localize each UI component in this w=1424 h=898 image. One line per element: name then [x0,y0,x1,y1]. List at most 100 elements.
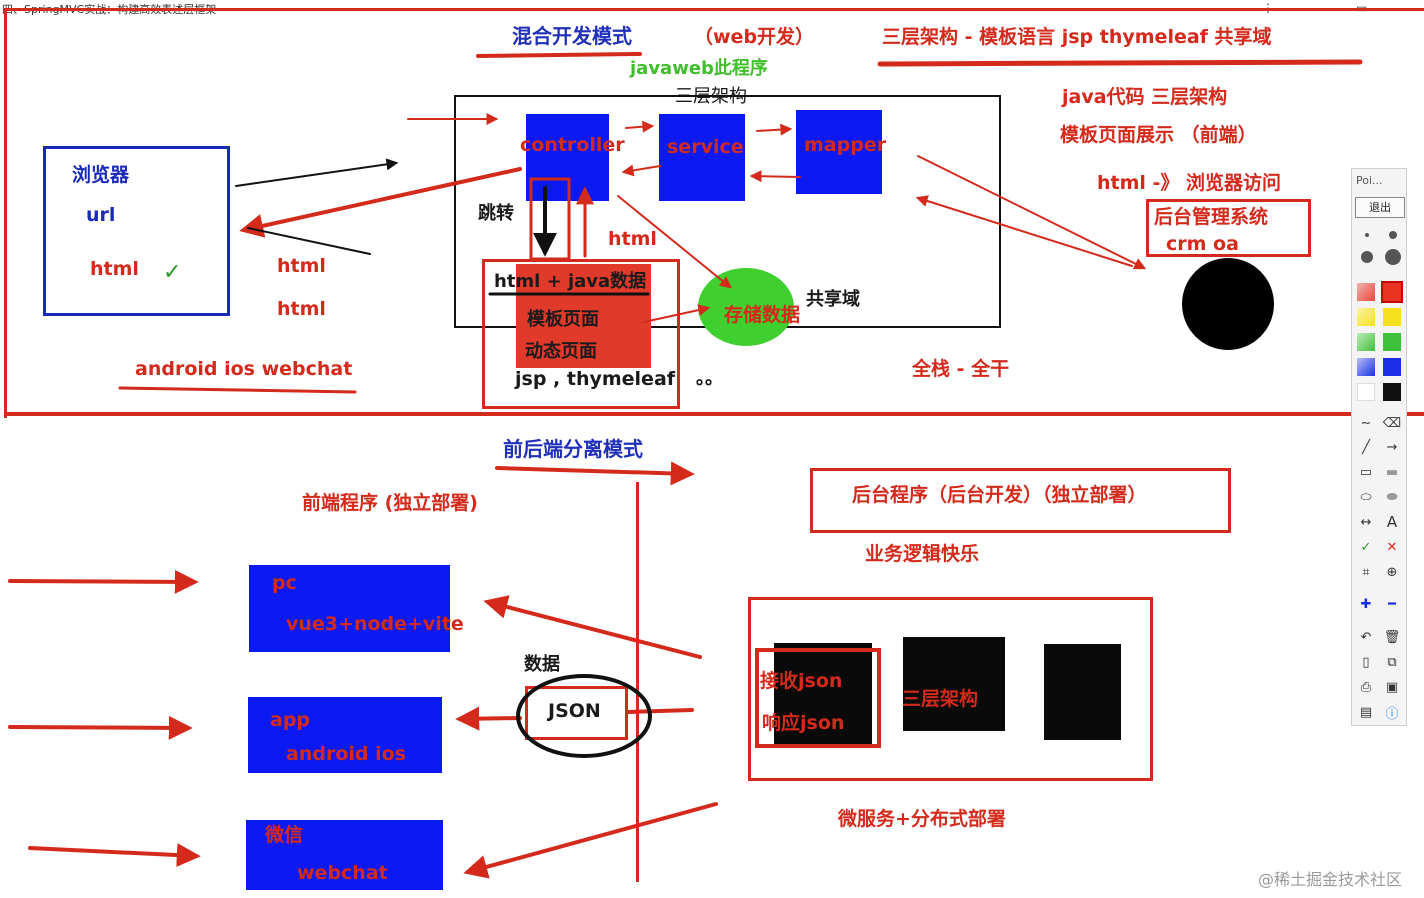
info-icon[interactable]: ⓘ [1385,706,1399,722]
watermark: @稀土掘金技术社区 [1258,870,1403,889]
color-green[interactable] [1383,333,1401,351]
backend-label: 后台程序（后台开发）（独立部署） [852,484,1147,506]
recv-json-label: 接收json [760,670,843,692]
web-dev-label: （web开发） [694,26,815,48]
shared-domain-label: 共享域 [806,289,860,310]
micro-label: 微服务+分布式部署 [838,808,1006,830]
note-html-browser: html -》 浏览器访问 [1097,172,1282,194]
text-tool-icon[interactable]: A [1381,512,1403,532]
draw-toolbar: Poi... 退出 ∼ ⌫ ╱ → ▭ ▬ ⬭ ⬬ ↔ A ✓ ✕ ⌗ ⊕ ✚ … [1351,168,1407,726]
crop-tool-icon[interactable]: ⌗ [1362,564,1370,580]
template-line2: 模板页面 [527,309,599,330]
micro-container [748,597,1153,781]
note-java-code: java代码 三层架构 [1062,86,1228,108]
storage-circle [698,268,794,346]
pc-line2: vue3+node+vite [286,613,464,635]
admin-system-box [1146,199,1311,257]
resp-json-label: 响应json [762,712,845,734]
note-template-show: 模板页面展示 （前端） [1060,124,1257,146]
wechat-line1: 微信 [265,824,304,846]
check-icon: ✓ [163,260,182,285]
separation-mode-title: 前后端分离模式 [503,437,643,461]
template-line4: jsp , thymeleaf [515,368,676,390]
arrow-tool-icon[interactable]: → [1386,439,1398,455]
dot-large-tool[interactable] [1361,251,1373,263]
cross-tool-icon[interactable]: ✕ [1386,539,1398,555]
filled-rect-tool-icon[interactable]: ▬ [1385,464,1399,480]
mapper-label: mapper [804,134,887,156]
line-tool-icon[interactable]: ╱ [1362,439,1370,455]
color-yellow-light[interactable] [1357,308,1375,326]
hybrid-mode-title: 混合开发模式 [512,24,632,48]
ellipse-tool-icon[interactable]: ⬭ [1360,489,1372,505]
app-line1: app [270,709,311,731]
template-line1: html + java数据 [494,271,647,292]
app-line2: android ios [286,743,406,765]
service-box [659,114,745,201]
exit-label: 退出 [1369,201,1391,214]
trash-icon[interactable]: 🗑 [1383,629,1401,645]
dots-label: 。。 [696,368,723,389]
javaweb-label: javaweb此程序 [630,58,768,79]
text-tool-label: A [1386,513,1398,531]
note-full-stack: 全栈 - 全干 [912,358,1010,380]
frontend-label: 前端程序 (独立部署) [302,492,478,514]
three-tier-bottom-label: 三层架构 [902,688,979,710]
zoom-tool-icon[interactable]: ⊕ [1386,564,1398,580]
filled-ellipse-tool-icon[interactable]: ⬬ [1386,489,1398,505]
check-tool-icon[interactable]: ✓ [1360,539,1372,555]
html-label-2: html [277,298,326,320]
save-icon[interactable]: ▣ [1385,679,1399,695]
note-crm: crm oa [1166,233,1239,255]
dot-xlarge-tool[interactable] [1385,249,1401,265]
screen-icon[interactable]: ▤ [1359,704,1373,720]
top-section-bottom-line [4,412,1424,416]
exit-button[interactable]: 退出 [1355,197,1405,218]
html-label-1: html [277,255,326,277]
rect-tool-icon[interactable]: ▭ [1359,464,1373,480]
recv-outline [755,648,881,748]
minus-tool-icon[interactable]: ━ [1388,596,1396,612]
undo-icon[interactable]: ↶ [1360,629,1372,645]
dot-medium-tool[interactable] [1389,231,1397,239]
move-tool-icon[interactable]: ✚ [1360,596,1372,612]
copy-icon[interactable]: ⧉ [1387,654,1397,670]
jump-label: 跳转 [478,203,514,224]
template-line3: 动态页面 [525,341,597,362]
controller-label: controller [520,134,625,156]
wechat-box [246,820,443,890]
color-green-light[interactable] [1357,333,1375,351]
right-title: 三层架构 - 模板语言 jsp thymeleaf 共享域 [882,26,1272,48]
double-arrow-tool-icon[interactable]: ↔ [1360,514,1372,530]
browser-title: 浏览器 [72,164,130,186]
color-blue[interactable] [1383,358,1401,376]
color-red-light[interactable] [1357,283,1375,301]
json-label: JSON [548,700,601,722]
three-tier-box [903,637,1005,731]
browser-box [43,146,230,316]
html-label-3: html [608,228,657,250]
note-admin-system: 后台管理系统 [1154,206,1269,228]
color-black[interactable] [1383,383,1401,401]
mapper-box [796,110,882,194]
service-label: service [667,136,744,158]
dot-small-tool[interactable] [1365,233,1369,237]
new-page-icon[interactable]: ▯ [1362,654,1370,670]
pc-box [249,565,450,652]
eraser-tool-icon[interactable]: ⌫ [1382,415,1402,431]
color-white[interactable] [1357,383,1375,401]
logic-label: 业务逻辑快乐 [865,543,980,565]
print-icon[interactable]: ⎙ [1360,679,1372,695]
color-blue-light[interactable] [1357,358,1375,376]
color-red[interactable] [1381,281,1403,303]
pc-line1: pc [272,572,297,594]
browser-html: html [90,258,139,280]
black-circle [1182,258,1274,350]
browser-url: url [86,204,116,226]
recv-box [774,643,872,747]
curve-tool-icon[interactable]: ∼ [1360,415,1372,431]
data-label: 数据 [524,654,560,675]
color-yellow[interactable] [1383,308,1401,326]
divider-line [636,482,639,882]
